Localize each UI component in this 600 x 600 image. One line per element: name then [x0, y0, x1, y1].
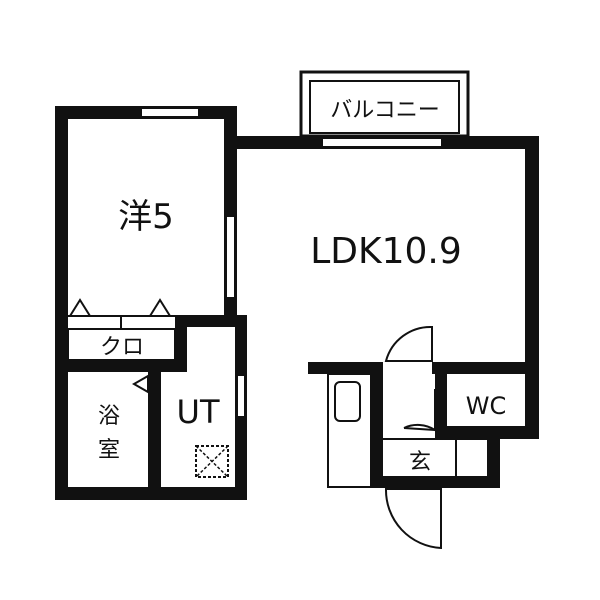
room-label-toilet: WC	[466, 392, 507, 420]
room-label-bath-2: 室	[98, 438, 120, 463]
doors	[383, 325, 487, 550]
room-label-entrance: 玄	[409, 450, 431, 475]
room-label-closet: クロ	[100, 335, 144, 360]
room-label-bath-1: 浴	[98, 404, 120, 429]
closet	[67, 298, 176, 361]
windows	[140, 107, 443, 418]
room-label-utility: UT	[177, 393, 220, 431]
room-label-balcony: バルコニー	[330, 98, 440, 123]
washer-pan	[195, 445, 229, 478]
kitchen	[327, 373, 372, 488]
room-label-western: 洋5	[118, 197, 174, 237]
bath-door	[131, 373, 150, 418]
walls	[55, 106, 539, 500]
room-label-ldk: LDK10.9	[310, 231, 462, 272]
